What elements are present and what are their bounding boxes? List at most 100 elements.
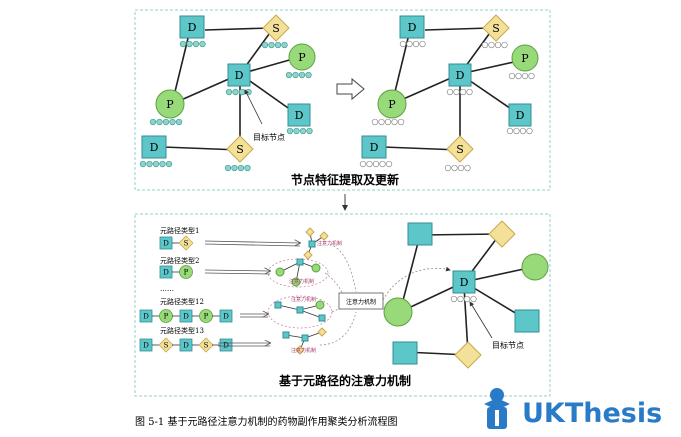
side-effect-node xyxy=(446,135,474,163)
feature-dot xyxy=(399,40,407,48)
feature-dot xyxy=(372,160,380,168)
drug-node-label: D xyxy=(150,141,159,154)
attention-small-label: 注意力机制 xyxy=(291,347,316,354)
attention-small-label: 注意力机制 xyxy=(317,240,342,247)
metapath-label: 元路径类型1 xyxy=(160,226,199,235)
protein-node xyxy=(377,89,407,119)
feature-dot xyxy=(391,118,398,126)
drug-chain-node-label: D xyxy=(223,342,229,350)
side-effect-chain-node-label: S xyxy=(164,342,169,350)
feature-dot xyxy=(450,295,458,303)
feature-dot xyxy=(238,88,246,96)
bottom-target-pointer xyxy=(469,301,493,339)
metapath-subgraph-nodes xyxy=(274,227,329,355)
feature-dot xyxy=(359,160,367,168)
protein-node-label: P xyxy=(521,52,529,65)
feature-dot xyxy=(481,41,489,49)
feature-dot xyxy=(179,40,187,48)
feature-dot xyxy=(146,160,153,168)
feature-dot xyxy=(232,88,239,96)
side-effect-node xyxy=(226,135,254,163)
attention-output-arrow xyxy=(382,266,451,301)
drug-node-label: D xyxy=(408,21,417,34)
update-arrow-icon xyxy=(336,77,365,101)
feature-dot xyxy=(139,160,147,168)
metapath-ellipsis: …… xyxy=(160,285,174,293)
feature-dot xyxy=(419,40,426,48)
feature-dot xyxy=(305,71,312,79)
drug-node-label: D xyxy=(295,109,304,122)
protein-node-label: P xyxy=(298,51,306,64)
top-right-nodes: D S P D P D D S xyxy=(361,14,539,163)
feature-dot xyxy=(446,88,454,96)
feature-dot xyxy=(457,295,464,303)
feature-dot xyxy=(526,127,533,135)
bottom-feature-dots xyxy=(450,295,477,303)
feature-dot xyxy=(371,118,379,126)
feature-dot xyxy=(378,118,385,126)
target-drug-node xyxy=(227,63,251,87)
attention-small-label: 注意力机制 xyxy=(291,296,316,303)
drug-chain-node-label: D xyxy=(163,240,169,248)
side-effect-node-label: S xyxy=(456,143,464,156)
feature-dot xyxy=(225,88,233,96)
drug-node xyxy=(514,309,540,333)
drug-node xyxy=(392,341,418,365)
protein-chain-node xyxy=(179,265,193,279)
drug-node xyxy=(407,222,433,246)
target-drug-node-label: D xyxy=(460,276,469,289)
bottom-target-node-label: 目标节点 xyxy=(492,340,524,350)
drug-chain-node-label: D xyxy=(223,313,229,321)
protein-node xyxy=(521,253,549,281)
feature-dot xyxy=(152,160,160,168)
metapath-arrows xyxy=(204,241,300,347)
drug-chain-node xyxy=(219,338,233,352)
top-panel-border xyxy=(134,9,551,191)
side-effect-chain-node-label: S xyxy=(184,240,189,248)
drug-node xyxy=(508,103,532,127)
protein-chain-node-label: P xyxy=(164,313,169,321)
feature-dot xyxy=(293,127,300,135)
target-pointer-arrow xyxy=(244,89,263,125)
feature-dot xyxy=(299,127,307,135)
feature-dot xyxy=(444,164,452,172)
feature-dot xyxy=(186,40,193,48)
side-effect-chain-node xyxy=(158,337,174,353)
drug-chain-node-label: D xyxy=(143,313,149,321)
feature-dot xyxy=(162,118,170,126)
side-effect-chain-node xyxy=(198,337,214,353)
feature-dot xyxy=(175,118,183,126)
feature-dot xyxy=(501,41,508,49)
side-effect-node-label: S xyxy=(272,22,280,35)
protein-node xyxy=(511,44,539,72)
feature-dot xyxy=(199,40,206,48)
side-effect-node-label: S xyxy=(236,143,244,156)
drug-node-label: D xyxy=(516,109,525,122)
feature-dot xyxy=(470,295,477,303)
metapath-label: 元路径类型13 xyxy=(160,326,204,335)
side-effect-node xyxy=(454,341,482,369)
watermark-brand: UKThesis xyxy=(522,398,662,429)
feature-dot xyxy=(165,160,173,168)
target-drug-node-label: D xyxy=(235,69,244,82)
target-drug-node xyxy=(452,270,476,294)
feature-dot xyxy=(379,160,386,168)
feature-dot xyxy=(453,88,460,96)
feature-dot xyxy=(384,118,392,126)
drug-node xyxy=(141,135,167,159)
feature-dot xyxy=(224,164,232,172)
feature-dot xyxy=(274,41,282,49)
drug-chain-node xyxy=(219,309,233,323)
drug-node xyxy=(179,15,205,39)
feature-dot xyxy=(385,160,393,168)
metapath-label: 元路径类型2 xyxy=(160,256,199,265)
feature-dot xyxy=(412,40,420,48)
attention-box xyxy=(338,292,384,310)
side-effect-node-label: S xyxy=(492,22,500,35)
watermark: UKThesis xyxy=(484,388,662,429)
feature-dot xyxy=(286,127,294,135)
feature-dot xyxy=(366,160,373,168)
